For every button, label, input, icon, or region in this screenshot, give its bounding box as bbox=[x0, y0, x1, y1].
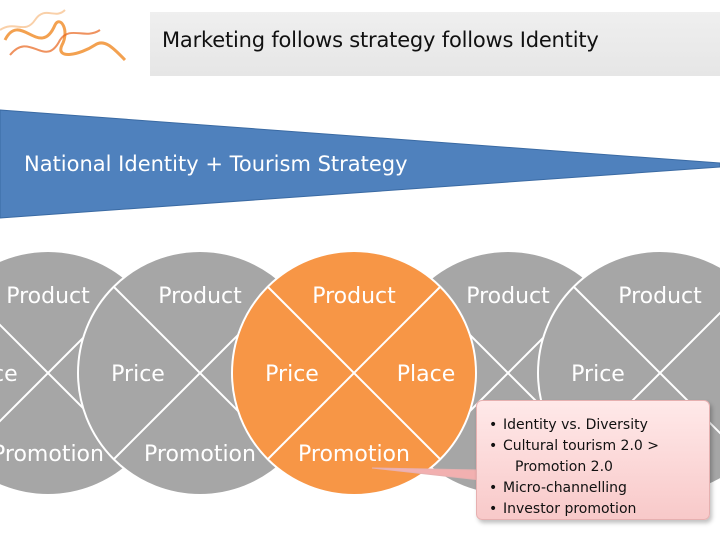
flame-logo bbox=[0, 9, 127, 62]
circle-label-promotion: Promotion bbox=[0, 442, 104, 467]
circle-label-product: Product bbox=[6, 284, 90, 309]
circle-label-place: Place bbox=[396, 362, 456, 387]
circle-label-product: Product bbox=[466, 284, 550, 309]
callout-item: Cultural tourism 2.0 >Promotion 2.0 bbox=[489, 436, 703, 478]
callout-item: Investor promotion bbox=[489, 499, 703, 520]
circle-label-product: Product bbox=[312, 284, 396, 309]
circle-label-price: Price bbox=[111, 362, 165, 387]
strategy-wedge bbox=[0, 109, 720, 219]
circle-label-promotion: Promotion bbox=[144, 442, 256, 467]
circle-label-price: Price bbox=[265, 362, 319, 387]
circle-divider bbox=[267, 286, 441, 460]
callout-box: Identity vs. Diversity Cultural tourism … bbox=[476, 400, 710, 520]
circle-label-product: Product bbox=[618, 284, 702, 309]
circle-label-product: Product bbox=[158, 284, 242, 309]
title-band bbox=[150, 12, 720, 76]
circle-label-price: Price bbox=[571, 362, 625, 387]
circle-label-promotion: Promotion bbox=[298, 442, 410, 467]
circle-label-price: ce bbox=[0, 362, 18, 387]
page-title: Marketing follows strategy follows Ident… bbox=[162, 28, 599, 52]
callout-item: Identity vs. Diversity bbox=[489, 415, 703, 436]
callout-item: Micro-channelling bbox=[489, 478, 703, 499]
wedge-label: National Identity + Tourism Strategy bbox=[24, 152, 408, 176]
